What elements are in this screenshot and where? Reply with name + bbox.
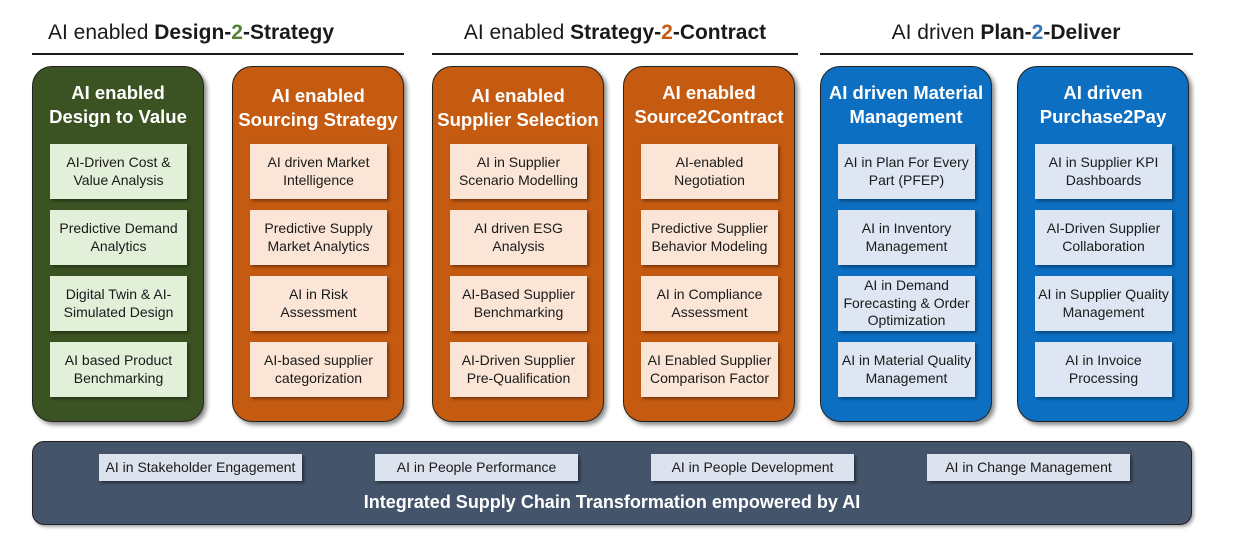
card-item: AI in Demand Forecasting & Order Optimiz… [838, 276, 975, 331]
header-number: 2 [661, 21, 673, 44]
card-item: AI-Driven Cost & Value Analysis [50, 144, 187, 199]
card-item: AI in Supplier KPI Dashboards [1035, 144, 1172, 199]
card-item: Digital Twin & AI- Simulated Design [50, 276, 187, 331]
header-dash: - [1043, 21, 1051, 44]
card-item: Predictive Supply Market Analytics [250, 210, 387, 265]
header-part1: Plan [980, 21, 1025, 44]
header-dash: - [1024, 21, 1032, 44]
header-plan-2-deliver: AI driven Plan-2-Deliver [820, 18, 1192, 48]
card-item: AI in Supplier Quality Management [1035, 276, 1172, 331]
card-item: Predictive Supplier Behavior Modeling [641, 210, 778, 265]
header-part1: Design [154, 21, 225, 44]
header-part2: Deliver [1050, 21, 1121, 44]
header-dash: - [224, 21, 232, 44]
header-prefix: AI driven [891, 21, 981, 44]
bottom-title: Integrated Supply Chain Transformation e… [363, 492, 861, 512]
header-dash: - [672, 21, 680, 44]
column-title: AI enabled Sourcing Strategy [238, 85, 398, 130]
header-dash: - [654, 21, 662, 44]
column-sourcing-strategy: AI enabled Sourcing Strategy AI driven M… [232, 66, 404, 422]
card-item: Predictive Demand Analytics [50, 210, 187, 265]
header-part2: Strategy [249, 21, 334, 44]
header-part1: Strategy [570, 21, 655, 44]
column-design-to-value: AI enabled Design to Value AI-Driven Cos… [32, 66, 204, 422]
header-part2: Contract [679, 21, 767, 44]
header-prefix: AI enabled [48, 21, 155, 44]
header-underline [820, 53, 1193, 55]
bottom-pill: AI in Change Management [927, 454, 1130, 481]
column-title: AI enabled Supplier Selection [437, 85, 599, 130]
card-item: AI-based supplier categorization [250, 342, 387, 397]
column-supplier-selection: AI enabled Supplier Selection AI in Supp… [432, 66, 604, 422]
card-item: AI driven Market Intelligence [250, 144, 387, 199]
card-item: AI-Driven Supplier Collaboration [1035, 210, 1172, 265]
card-item: AI in Inventory Management [838, 210, 975, 265]
column-material-management: AI driven Material Management AI in Plan… [820, 66, 992, 422]
card-item: AI in Plan For Every Part (PFEP) [838, 144, 975, 199]
column-title: AI driven Purchase2Pay [1039, 82, 1167, 127]
card-item: AI in Risk Assessment [250, 276, 387, 331]
header-design-2-strategy: AI enabled Design-2-Strategy [32, 18, 368, 48]
column-title: AI enabled Source2Contract [634, 82, 784, 127]
card-item: AI based Product Benchmarking [50, 342, 187, 397]
bottom-pill: AI in People Development [651, 454, 854, 481]
card-item: AI in Compliance Assessment [641, 276, 778, 331]
header-number: 2 [231, 21, 243, 44]
column-source2contract: AI enabled Source2Contract AI-enabled Ne… [623, 66, 795, 422]
header-prefix: AI enabled [463, 21, 571, 44]
card-item: AI in Invoice Processing [1035, 342, 1172, 397]
card-item: AI in Supplier Scenario Modelling [450, 144, 587, 199]
column-title: AI driven Material Management [828, 82, 984, 127]
bottom-banner: AI in Stakeholder Engagement AI in Peopl… [32, 441, 1192, 525]
column-purchase2pay: AI driven Purchase2Pay AI in Supplier KP… [1017, 66, 1189, 422]
bottom-pill: AI in People Performance [375, 454, 578, 481]
bottom-pill: AI in Stakeholder Engagement [99, 454, 302, 481]
header-number: 2 [1031, 21, 1044, 44]
header-underline [32, 53, 404, 55]
card-item: AI-Based Supplier Benchmarking [450, 276, 587, 331]
card-item: AI in Material Quality Management [838, 342, 975, 397]
card-item: AI-Driven Supplier Pre-Qualification [450, 342, 587, 397]
card-item: AI-enabled Negotiation [641, 144, 778, 199]
header-strategy-2-contract: AI enabled Strategy-2-Contract [432, 18, 798, 48]
card-item: AI Enabled Supplier Comparison Factor [641, 342, 778, 397]
header-dash: - [242, 21, 250, 44]
card-item: AI driven ESG Analysis [450, 210, 587, 265]
column-title: AI enabled Design to Value [49, 82, 187, 127]
header-underline [432, 53, 798, 55]
